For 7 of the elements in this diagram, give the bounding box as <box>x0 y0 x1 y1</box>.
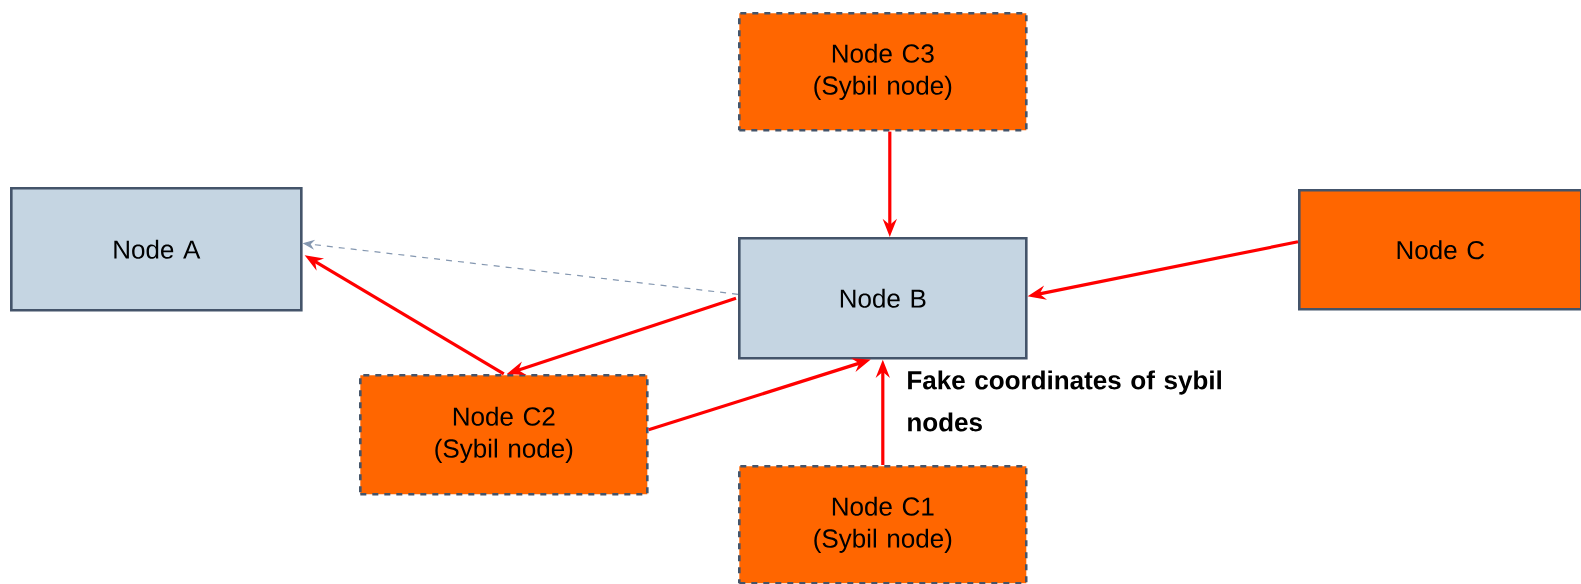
note-text: Fake coordinates of sybil nodes <box>908 370 1221 432</box>
sybil-node-box: Node C2 (Sybil node) <box>359 374 649 496</box>
node-box: Node A <box>10 187 303 312</box>
node-box: Node B <box>738 237 1028 360</box>
sybil-node-box: Node C3 (Sybil node) <box>738 12 1028 132</box>
sybil-node-box: Node C1 (Sybil node) <box>738 465 1028 584</box>
node-box: Node C <box>1298 189 1581 311</box>
